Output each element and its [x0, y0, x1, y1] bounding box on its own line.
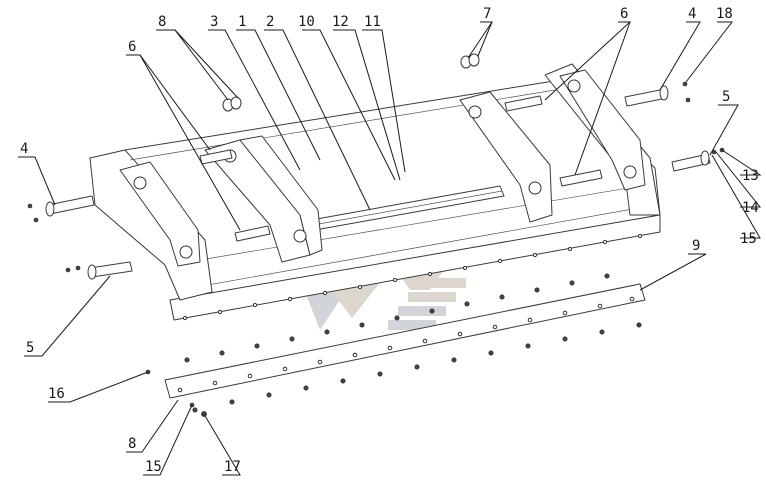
cutting-edge-plate [164, 283, 646, 399]
callout-4-left: 4 [20, 141, 28, 157]
leader-lines [18, 21, 762, 476]
callout-9: 9 [692, 238, 700, 254]
callout-4-right: 4 [688, 6, 696, 22]
pin-left-upper [45, 195, 95, 217]
callout-6-right: 6 [620, 6, 628, 22]
bushings-top-right [460, 53, 480, 69]
callout-11: 11 [364, 14, 381, 30]
callout-18: 18 [716, 6, 733, 22]
callout-16: 16 [48, 386, 65, 402]
right-bracket-pair [459, 69, 646, 223]
callout-5-left: 5 [26, 340, 34, 356]
callout-12: 12 [332, 14, 349, 30]
bolts-upper-row [184, 273, 610, 363]
pin-right-upper [624, 85, 669, 107]
left-bracket-pair [119, 135, 323, 267]
callout-13: 13 [742, 168, 759, 184]
callout-1: 1 [238, 14, 246, 30]
cutting-edge-holes [177, 296, 635, 393]
callout-6-left: 6 [128, 39, 136, 55]
callout-15-bottom: 15 [145, 459, 162, 475]
bushings-top-left [222, 96, 242, 112]
callout-2: 2 [266, 14, 274, 30]
callout-labels: 8 3 1 2 10 12 11 7 6 4 18 6 4 5 13 14 15… [20, 6, 759, 475]
pin-right-lower [671, 150, 711, 172]
callout-14: 14 [742, 200, 759, 216]
inner-pins [199, 95, 603, 242]
side-fasteners [27, 81, 725, 417]
lip-holes [182, 233, 643, 321]
callout-8-top: 8 [158, 14, 166, 30]
callout-5-right: 5 [722, 89, 730, 105]
callout-3: 3 [210, 14, 218, 30]
callout-10: 10 [298, 14, 315, 30]
callout-17: 17 [224, 459, 241, 475]
pin-left-lower [87, 261, 133, 280]
nuts-lower-row [192, 322, 642, 413]
callout-15-right: 15 [740, 231, 757, 247]
callout-8-bottom: 8 [128, 436, 136, 452]
callout-7: 7 [483, 6, 491, 22]
